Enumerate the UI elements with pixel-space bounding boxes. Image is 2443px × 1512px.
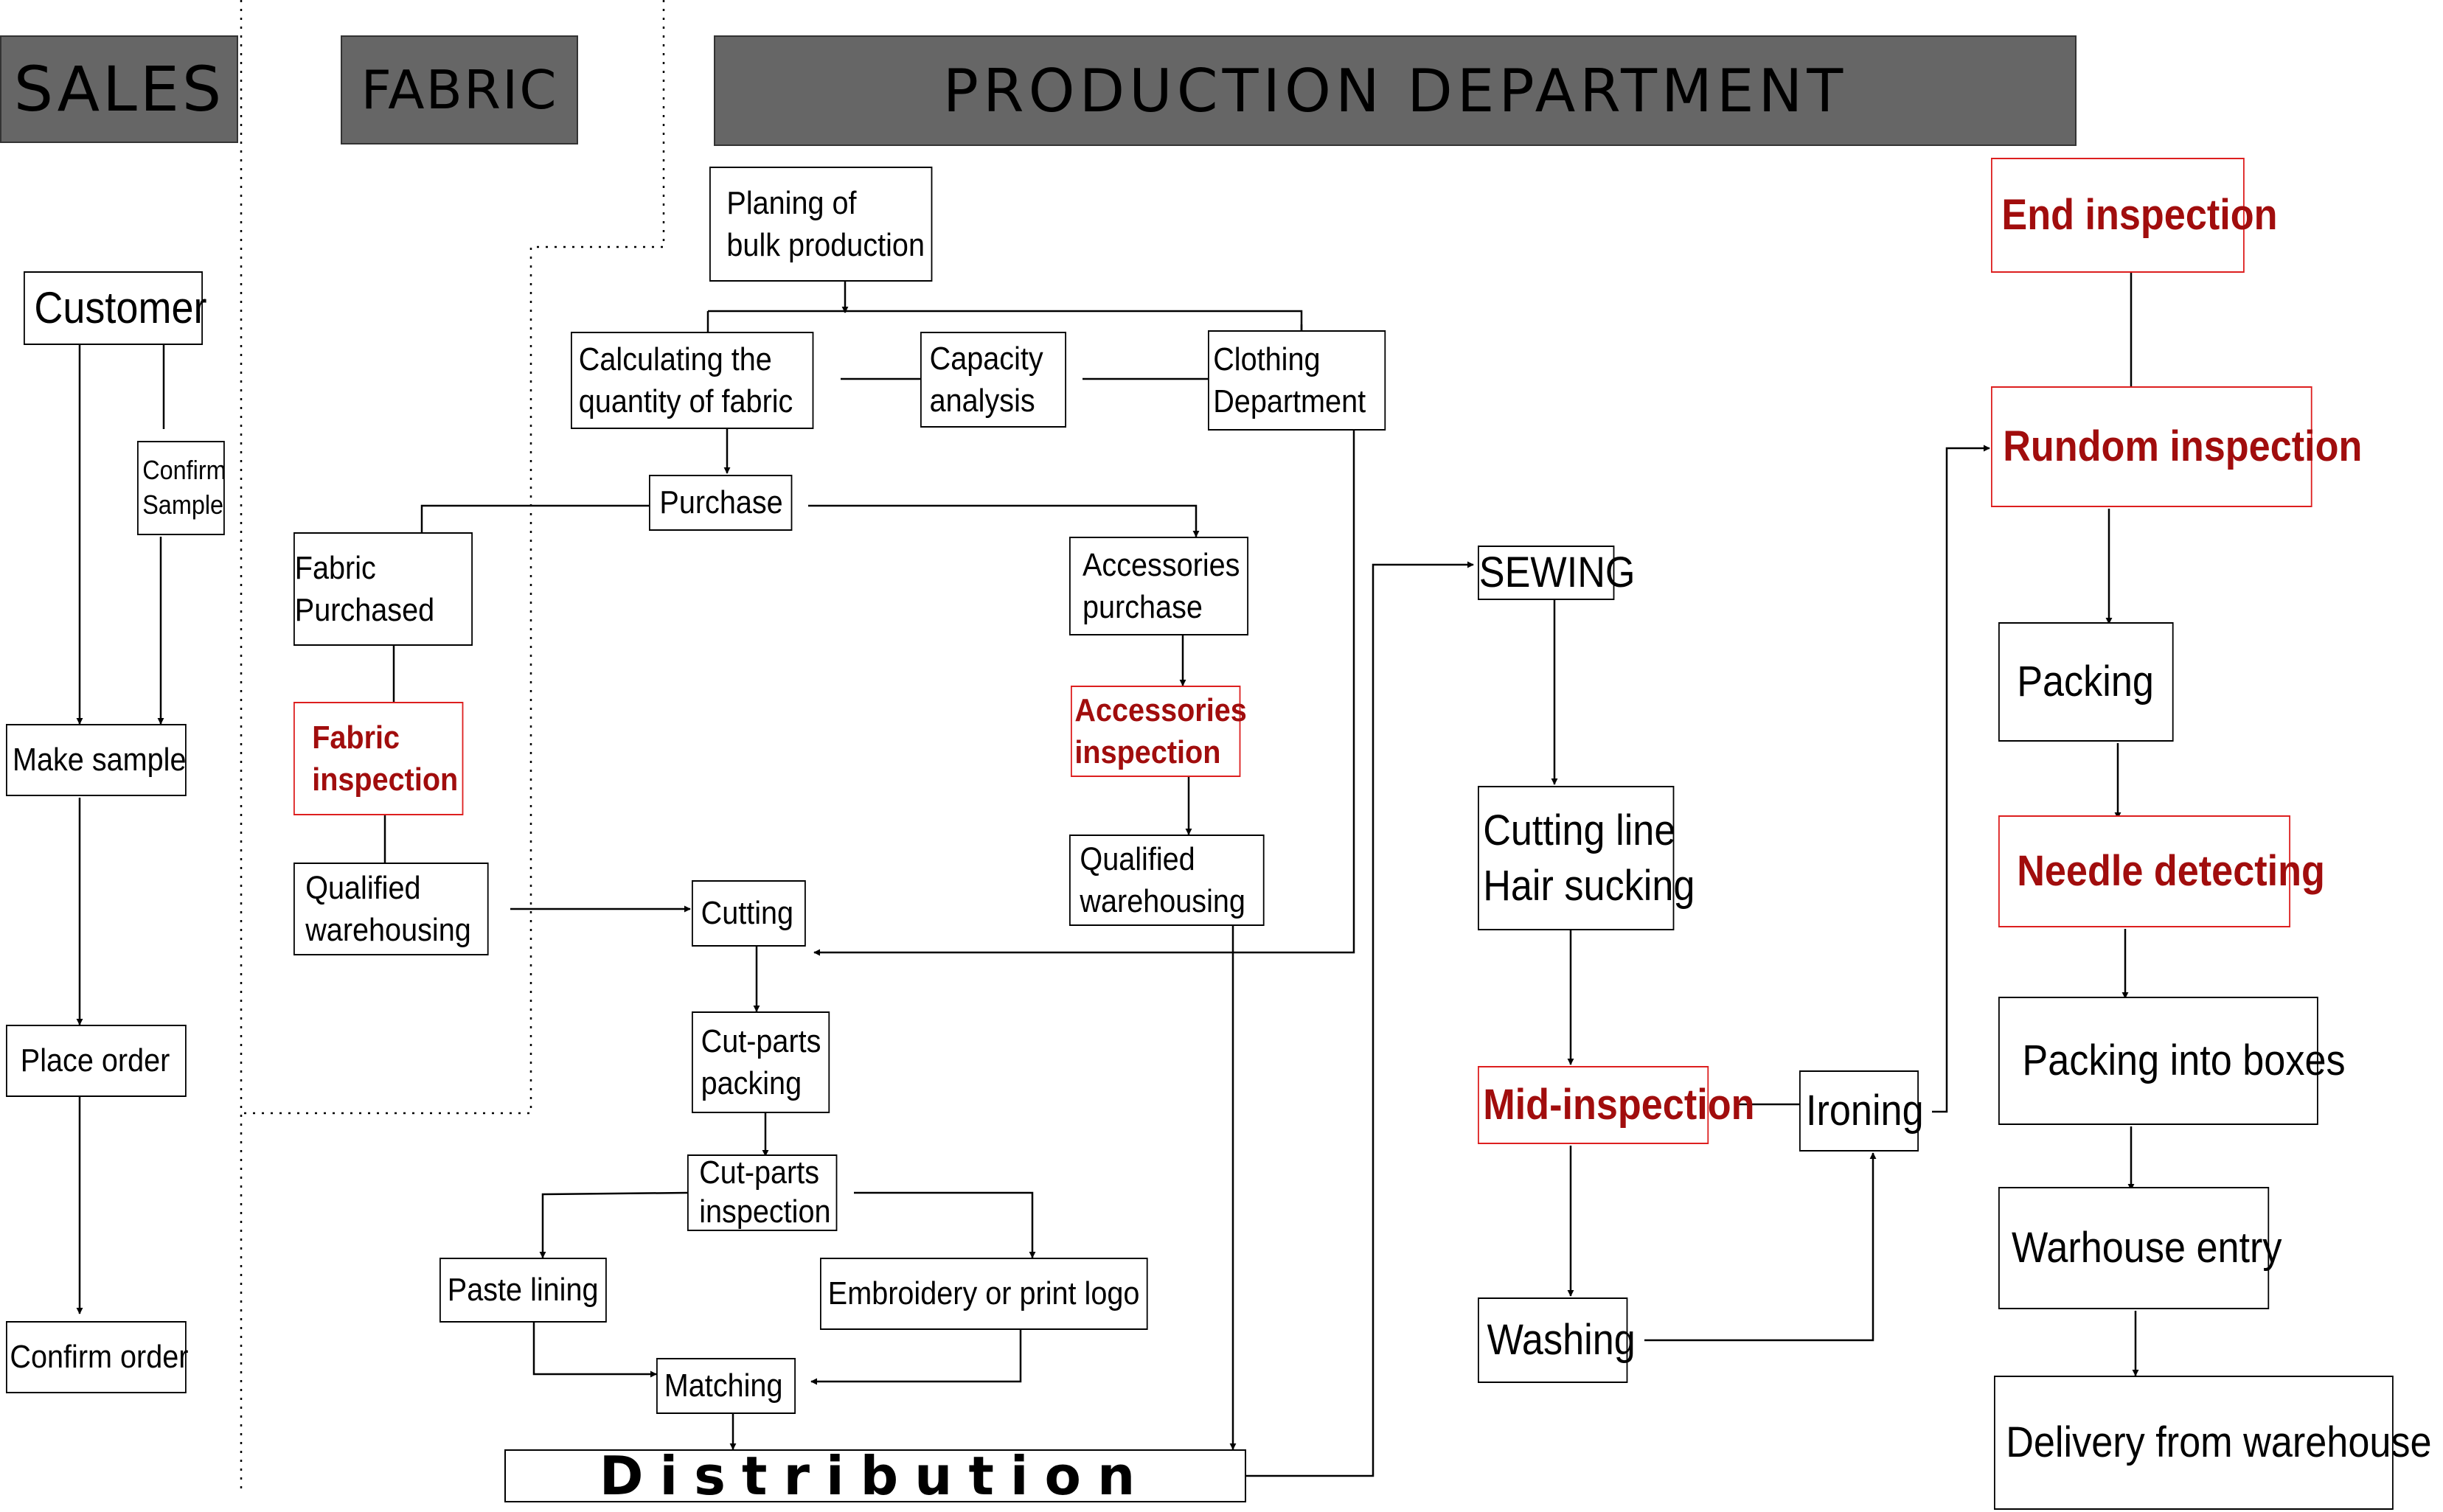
node-label-line: Matching bbox=[664, 1368, 783, 1404]
node-label-line: Mid-inspection bbox=[1483, 1081, 1755, 1129]
node-label-line: purchase bbox=[1083, 589, 1203, 625]
node-label-line: Fabric bbox=[312, 719, 400, 756]
node-cutparts-packing: Cut-parts packing bbox=[692, 1011, 830, 1113]
node-label-line: Delivery from warehouse bbox=[2006, 1418, 2432, 1467]
node-mid-inspection: Mid-inspection bbox=[1478, 1066, 1755, 1144]
node-warehouse-entry: Warhouse entry bbox=[1998, 1187, 2282, 1309]
node-capacity: Capacity analysis bbox=[920, 332, 1066, 428]
node-label-line: SEWING bbox=[1478, 548, 1636, 597]
arrow-ironing-to-rundom bbox=[1932, 445, 1990, 1113]
node-sewing: SEWING bbox=[1478, 546, 1636, 600]
node-label-line: Qualified bbox=[1080, 840, 1195, 877]
node-washing: Washing bbox=[1478, 1297, 1636, 1383]
node-cutting: Cutting bbox=[692, 880, 806, 947]
node-ironing: Ironing bbox=[1799, 1070, 1924, 1152]
node-label-line: Embroidery or print logo bbox=[827, 1275, 1140, 1312]
node-accessories-inspection: Accessories inspection bbox=[1071, 686, 1247, 777]
header-fabric: FABRIC bbox=[341, 35, 578, 144]
node-packing: Packing bbox=[1998, 622, 2174, 742]
node-paste-lining: Paste lining bbox=[439, 1258, 607, 1323]
node-delivery: Delivery from warehouse bbox=[1994, 1376, 2432, 1510]
node-end-inspection: End inspection bbox=[1991, 158, 2278, 273]
node-needle-detecting: Needle detecting bbox=[1998, 815, 2325, 927]
node-label-line: Ironing bbox=[1806, 1087, 1924, 1135]
node-label-line: analysis bbox=[929, 383, 1035, 419]
node-label-line: Purchase bbox=[659, 484, 783, 521]
node-calc-fabric: Calculating the quantity of fabric bbox=[571, 332, 814, 429]
node-label-line: Warhouse entry bbox=[2012, 1224, 2282, 1272]
node-label-line: Clothing bbox=[1213, 341, 1321, 377]
node-label-line: Planing of bbox=[726, 184, 857, 221]
node-label-line: Purchased bbox=[294, 592, 435, 628]
header-sales: SALES bbox=[0, 35, 238, 143]
node-embroidery: Embroidery or print logo bbox=[820, 1258, 1148, 1330]
arrow-purchase-to-accessories bbox=[808, 504, 1200, 537]
node-label-line: Needle detecting bbox=[2017, 847, 2325, 896]
node-label-line: Sample bbox=[142, 490, 224, 520]
arrow-cutparts-to-paste-lining bbox=[539, 1191, 688, 1258]
header-production: PRODUCTION DEPARTMENT bbox=[714, 35, 2077, 146]
node-label-line: Rundom inspection bbox=[2003, 422, 2363, 471]
node-label-line: Accessories bbox=[1083, 546, 1240, 583]
node-label-line: Cutting bbox=[701, 895, 794, 932]
node-label-line: Make sample bbox=[13, 742, 187, 778]
node-label-line: Confirm bbox=[142, 455, 226, 486]
node-label-line: Paste lining bbox=[447, 1272, 599, 1309]
node-label-line: warehousing bbox=[1080, 883, 1245, 919]
node-fabric-inspection: Fabric inspection bbox=[293, 702, 464, 815]
node-label-line: Packing bbox=[2017, 658, 2154, 706]
arrow-embroidery-to-matching bbox=[810, 1330, 1022, 1385]
node-matching: Matching bbox=[656, 1358, 796, 1414]
node-label-line: Packing into boxes bbox=[2022, 1037, 2346, 1085]
arrow-clothing-to-cutting bbox=[813, 431, 1355, 956]
node-place-order: Place order bbox=[6, 1025, 187, 1097]
node-label-line: Fabric bbox=[294, 549, 376, 586]
node-accessories-purchase: Accessories purchase bbox=[1069, 537, 1248, 635]
node-confirm-order: Confirm order bbox=[6, 1321, 189, 1393]
node-label-line: warehousing bbox=[305, 912, 471, 948]
node-label-line: inspection bbox=[1074, 734, 1221, 770]
node-label-line: Place order bbox=[20, 1042, 170, 1079]
node-purchase: Purchase bbox=[649, 475, 793, 531]
node-label-line: packing bbox=[701, 1065, 802, 1101]
node-label-line: Hair sucking bbox=[1483, 862, 1695, 910]
arrow-paste-lining-to-matching bbox=[532, 1323, 657, 1378]
node-label-line: quantity of fabric bbox=[578, 383, 793, 419]
node-rundom-inspection: Rundom inspection bbox=[1991, 386, 2363, 507]
node-label-line: Customer bbox=[34, 283, 207, 332]
node-label-line: Qualified bbox=[305, 869, 421, 906]
node-customer: Customer bbox=[24, 271, 207, 345]
node-label-line: Accessories bbox=[1074, 691, 1247, 728]
node-packing-boxes: Packing into boxes bbox=[1998, 997, 2346, 1125]
node-label-line: Department bbox=[1213, 383, 1366, 419]
node-planing: Planing of bulk production bbox=[709, 167, 933, 282]
node-label-line: bulk production bbox=[726, 227, 925, 263]
arrow-cutparts-to-embroidery bbox=[854, 1191, 1036, 1258]
node-make-sample: Make sample bbox=[6, 724, 187, 796]
node-label-line: Cutting line bbox=[1483, 806, 1676, 854]
arrow-washing-to-ironing bbox=[1644, 1152, 1877, 1342]
node-label-line: Confirm order bbox=[10, 1339, 189, 1376]
node-distribution: Distribution bbox=[504, 1449, 1246, 1502]
node-label-line: Cut-parts bbox=[699, 1154, 820, 1191]
node-label-line: inspection bbox=[312, 762, 459, 798]
node-label-line: End inspection bbox=[2001, 191, 2278, 240]
node-label-line: Washing bbox=[1487, 1316, 1636, 1365]
node-label-line: Calculating the bbox=[578, 341, 772, 377]
node-label-line: Cut-parts bbox=[701, 1022, 821, 1059]
arrow-distribution-to-sewing bbox=[1246, 561, 1474, 1477]
node-qualified-fabric: Qualified warehousing bbox=[293, 863, 489, 955]
node-label-line: Distribution bbox=[599, 1445, 1152, 1507]
node-label-line: inspection bbox=[699, 1194, 831, 1230]
node-qualified-accessories: Qualified warehousing bbox=[1069, 835, 1265, 926]
node-label-line: Capacity bbox=[929, 340, 1043, 377]
